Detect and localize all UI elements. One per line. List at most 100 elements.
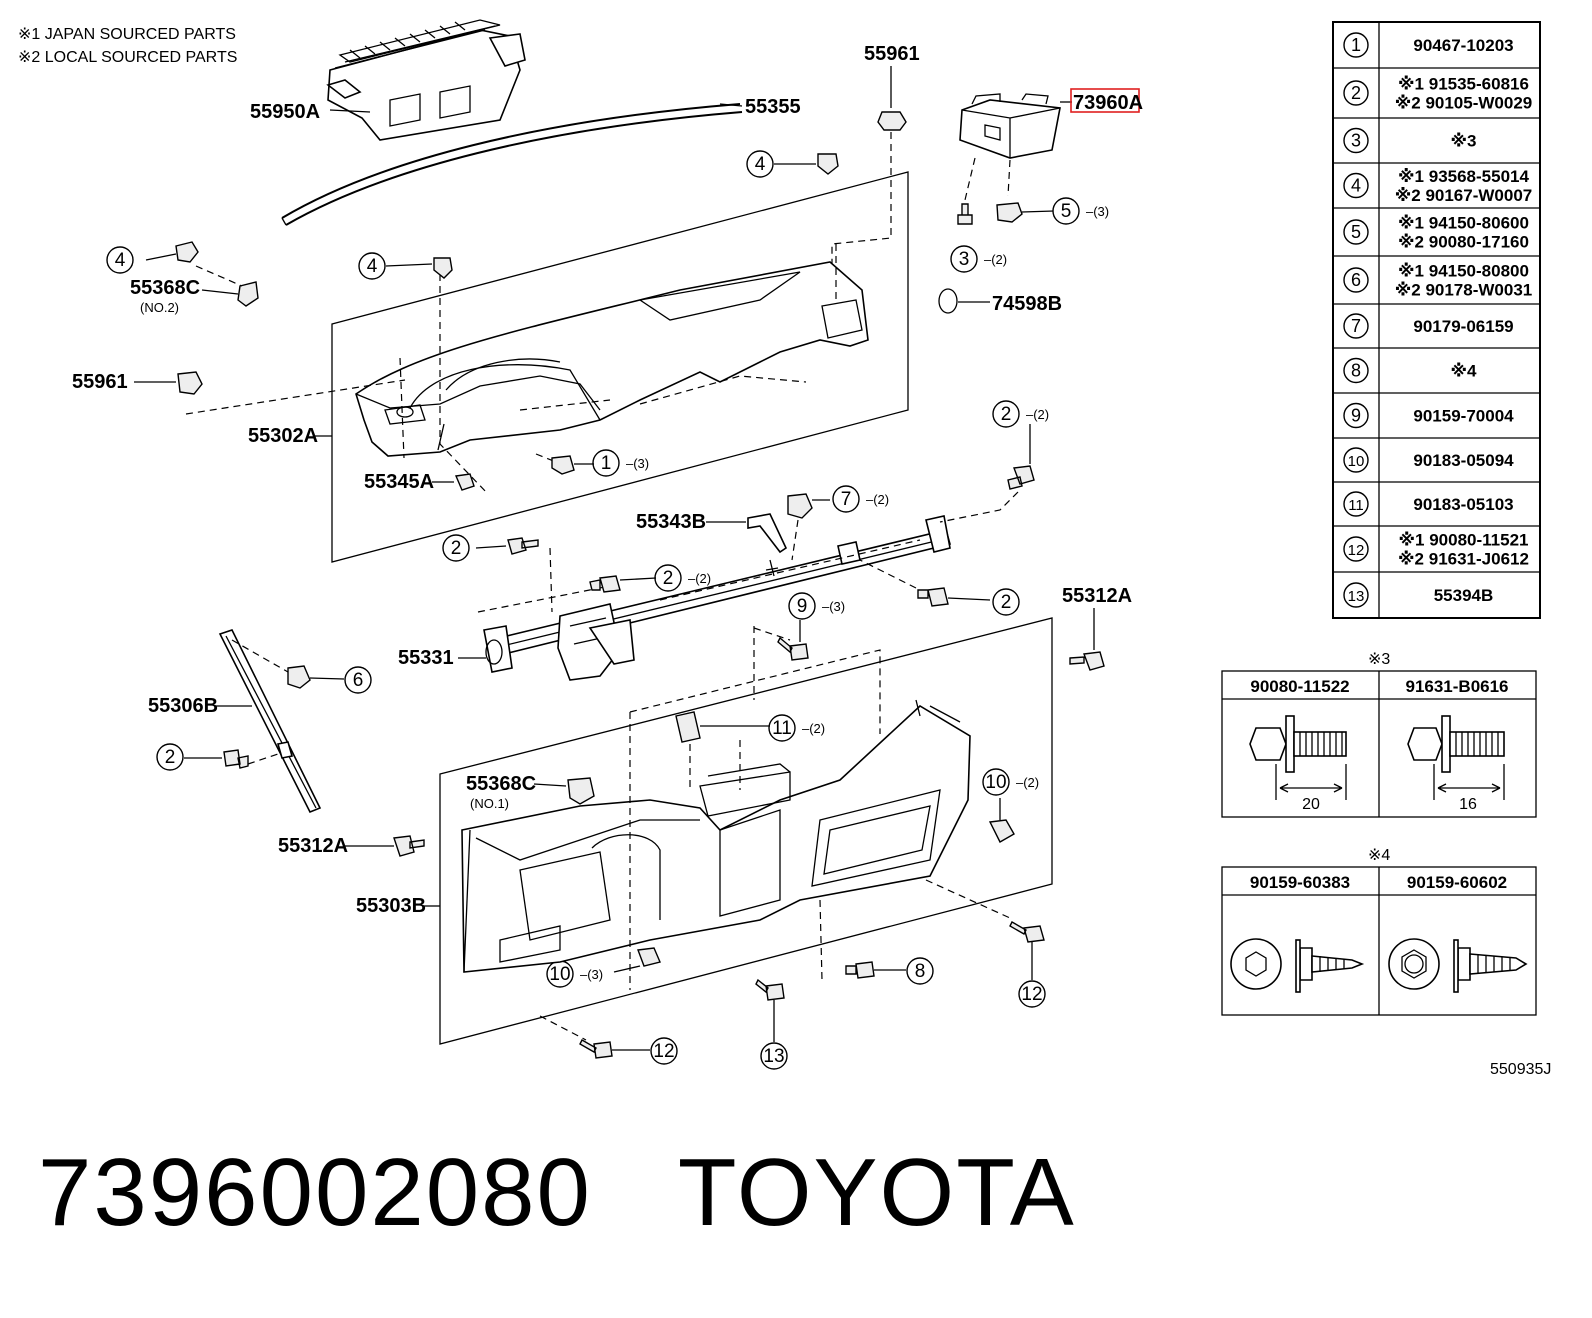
bolt-2-strap <box>223 749 249 769</box>
label-55303B: 55303B <box>356 895 426 917</box>
parts-table-partno: ※3 <box>1451 132 1477 151</box>
parts-table-row: 2※1 91535-60816※2 90105-W0029 <box>1343 75 1533 113</box>
parts-table-row: 4※1 93568-55014※2 90167-W0007 <box>1343 167 1532 205</box>
parts-table-partno: ※4 <box>1451 362 1478 381</box>
label-55306B: 55306B <box>148 695 218 717</box>
callout-c9: 9–(3) <box>788 592 845 620</box>
clip-13 <box>755 978 785 1001</box>
label-55355: 55355 <box>745 96 801 118</box>
parts-table-partno: 90183-05103 <box>1413 495 1513 514</box>
footer-part-number: 7396002080 <box>38 1139 592 1246</box>
note-japan-sourced: ※1 JAPAN SOURCED PARTS <box>18 26 236 43</box>
parts-table-partno: ※1 93568-55014 <box>1398 167 1529 186</box>
screw-under-module <box>957 203 973 225</box>
label-55961-top: 55961 <box>864 43 920 65</box>
bolt-drawing-1: 20 <box>1249 715 1347 813</box>
callout-number: 12 <box>1021 984 1042 1005</box>
callout-quantity: –(3) <box>626 456 649 471</box>
table4-title: ※4 <box>1368 847 1390 864</box>
parts-table-partno: 90179-06159 <box>1413 317 1513 336</box>
parts-table-number: 11 <box>1348 497 1364 514</box>
parts-table-row: 6※1 94150-80800※2 90178-W0031 <box>1343 262 1532 300</box>
table-note4: ※4 90159-60383 90159-60602 <box>1221 847 1537 1016</box>
parts-table-row: 5※1 94150-80600※2 90080-17160 <box>1343 214 1529 252</box>
dash-pad-55302A <box>355 261 869 457</box>
label-55312A-left: 55312A <box>278 835 348 857</box>
screw-drawing-2 <box>1388 938 1528 993</box>
table3-col1: 90080-11522 <box>1250 677 1349 696</box>
nut-7 <box>787 493 813 519</box>
clip-55961-left <box>177 371 203 395</box>
callout-c8: 8 <box>906 957 934 985</box>
parts-table-number: 12 <box>1348 542 1365 559</box>
callout-c4b: 4 <box>358 252 386 280</box>
label-74598B: 74598B <box>992 293 1062 315</box>
parts-table-number: 8 <box>1351 361 1361 381</box>
bolt-2-right <box>917 587 949 607</box>
parts-table-number: 9 <box>1351 406 1361 426</box>
callout-number: 6 <box>353 670 364 691</box>
footer-brand: TOYOTA <box>677 1139 1076 1246</box>
table3-title: ※3 <box>1368 651 1390 668</box>
table4-col2: 90159-60602 <box>1407 873 1507 892</box>
table3-dim1: 20 <box>1302 796 1320 813</box>
nut-6 <box>287 665 311 689</box>
parts-table-number: 10 <box>1348 453 1365 470</box>
clip-55345A <box>454 473 475 491</box>
parts-table-row: 13 55394B <box>1343 582 1494 608</box>
label-55331: 55331 <box>398 647 454 669</box>
callout-number: 13 <box>763 1046 784 1067</box>
label-55961-left: 55961 <box>72 371 128 393</box>
table3-col2: 91631-B0616 <box>1405 677 1508 696</box>
parts-table-partno: ※1 94150-80800 <box>1398 262 1529 281</box>
callout-number: 11 <box>772 718 792 739</box>
callout-c2right: 2 <box>992 588 1020 616</box>
reinforcement-55331 <box>483 515 951 681</box>
label-55345A: 55345A <box>364 471 434 493</box>
callout-c4a: 4 <box>746 150 774 178</box>
callout-quantity: –(2) <box>984 252 1007 267</box>
callout-number: 7 <box>841 489 852 510</box>
parts-table-number: 4 <box>1351 176 1361 196</box>
callout-quantity: –(2) <box>688 571 711 586</box>
parts-table-row: 12 ※1 90080-11521※2 91631-J0612 <box>1343 531 1529 569</box>
callout-c2left: 2 <box>442 534 470 562</box>
callout-number: 4 <box>115 250 126 271</box>
reference-code: 550935J <box>1490 1061 1551 1078</box>
screw-9 <box>777 636 809 661</box>
clip-55312A-right <box>1069 651 1105 671</box>
callout-c11: 11 –(2) <box>768 714 825 742</box>
callout-quantity: –(2) <box>1026 407 1049 422</box>
callout-c13: 13 <box>760 1042 788 1070</box>
table4-col1: 90159-60383 <box>1250 873 1350 892</box>
callout-number: 10 <box>985 772 1006 793</box>
callout-number: 12 <box>653 1041 674 1062</box>
label-55950A: 55950A <box>250 101 320 123</box>
parts-table-number: 13 <box>1348 588 1365 605</box>
screw-drawing-1 <box>1230 938 1365 993</box>
callout-number: 4 <box>367 256 378 277</box>
parts-table-partno: ※2 91631-J0612 <box>1398 550 1529 569</box>
bolt-2-top-right <box>1007 465 1035 490</box>
parts-table-number: 2 <box>1351 83 1361 103</box>
label-55302A: 55302A <box>248 425 318 447</box>
callout-number: 2 <box>451 538 462 559</box>
module-73960A <box>959 93 1061 159</box>
nut-10-right <box>988 819 1015 843</box>
callout-number: 2 <box>165 747 176 768</box>
parts-table-partno: ※1 90080-11521 <box>1399 531 1529 550</box>
parts-table-partno: 90183-05094 <box>1413 451 1514 470</box>
clip-1 <box>551 455 575 475</box>
clip-4-middle <box>433 257 453 279</box>
callout-quantity: –(2) <box>802 721 825 736</box>
callout-quantity: –(3) <box>1086 204 1109 219</box>
parts-table-partno: 55394B <box>1434 586 1494 605</box>
parts-table-partno: 90467-10203 <box>1413 36 1513 55</box>
callout-number: 9 <box>797 596 808 617</box>
parts-table-partno: ※2 90105-W0029 <box>1395 94 1533 113</box>
label-no2: (NO.2) <box>140 300 179 315</box>
parts-table-row: 3※3 <box>1343 127 1477 154</box>
